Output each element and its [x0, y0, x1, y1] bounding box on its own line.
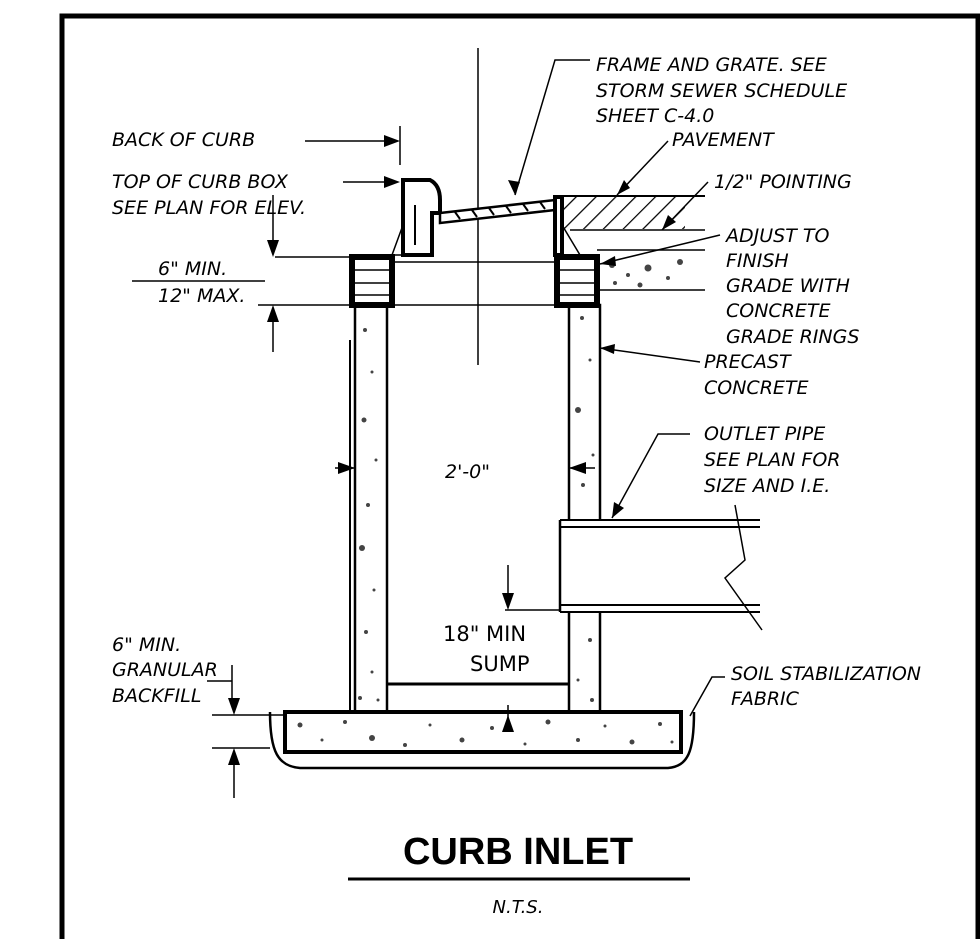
label-sump-line2: SUMP: [470, 652, 529, 676]
label-frame-grate: FRAME AND GRATE. SEE STORM SEWER SCHEDUL…: [596, 54, 847, 127]
label-top-curb-box-line2: SEE PLAN FOR ELEV.: [112, 197, 306, 219]
label-top-curb-box: TOP OF CURB BOX SEE PLAN FOR ELEV.: [112, 171, 306, 219]
right-wall: [567, 303, 602, 717]
label-pavement: PAVEMENT: [672, 129, 775, 151]
label-soil-line2: FABRIC: [731, 688, 800, 710]
label-frame-grate-line2: STORM SEWER SCHEDULE: [596, 80, 847, 102]
base-slab: [283, 710, 683, 754]
label-soil: SOIL STABILIZATION FABRIC: [731, 663, 921, 710]
label-precast: PRECAST CONCRETE: [704, 351, 809, 399]
label-adjust-line4: CONCRETE: [726, 300, 831, 322]
frame-and-grate: [390, 178, 582, 257]
label-outlet-line1: OUTLET PIPE: [704, 423, 825, 445]
label-inside-width: 2'-0": [445, 461, 490, 483]
label-adjust-line2: FINISH: [726, 250, 789, 272]
label-pointing: 1/2" POINTING: [714, 171, 852, 193]
label-rings-max: 12" MAX.: [158, 285, 245, 307]
left-wall: [353, 303, 389, 717]
label-adjust-line1: ADJUST TO: [724, 225, 829, 247]
label-back-of-curb: BACK OF CURB: [112, 129, 255, 151]
label-outlet-line2: SEE PLAN FOR: [704, 449, 841, 471]
label-top-curb-box-line1: TOP OF CURB BOX: [112, 171, 289, 193]
drawing-title: CURB INLET: [403, 831, 633, 873]
label-sump-line1: 18" MIN: [443, 622, 526, 646]
concrete-stipple: [297, 259, 683, 747]
sheet-border: [59, 13, 980, 944]
label-outlet: OUTLET PIPE SEE PLAN FOR SIZE AND I.E.: [704, 423, 841, 497]
arrowheads: [228, 135, 676, 765]
label-frame-grate-line1: FRAME AND GRATE. SEE: [596, 54, 827, 76]
label-precast-line1: PRECAST: [704, 351, 792, 373]
label-backfill-line3: BACKFILL: [112, 685, 201, 707]
label-backfill: 6" MIN. GRANULAR BACKFILL: [112, 634, 218, 707]
label-rings-min: 6" MIN.: [158, 258, 227, 280]
outlet-pipe: [558, 504, 763, 631]
label-adjust-line3: GRADE WITH: [726, 275, 850, 297]
label-precast-line2: CONCRETE: [704, 377, 809, 399]
label-frame-grate-line3: SHEET C-4.0: [596, 105, 714, 127]
label-sump: 18" MIN SUMP: [443, 622, 529, 676]
label-backfill-line2: GRANULAR: [112, 659, 218, 681]
label-backfill-line1: 6" MIN.: [112, 634, 181, 656]
label-adjust-line5: GRADE RINGS: [726, 326, 859, 348]
label-adjust: ADJUST TO FINISH GRADE WITH CONCRETE GRA…: [724, 225, 859, 348]
grade-rings: [349, 254, 600, 308]
pavement-hatch: [560, 196, 685, 229]
soil-stabilization-fabric: [268, 711, 696, 770]
drawing-scale-note: N.T.S.: [493, 897, 544, 918]
label-soil-line1: SOIL STABILIZATION: [731, 663, 921, 685]
label-outlet-line3: SIZE AND I.E.: [704, 475, 830, 497]
